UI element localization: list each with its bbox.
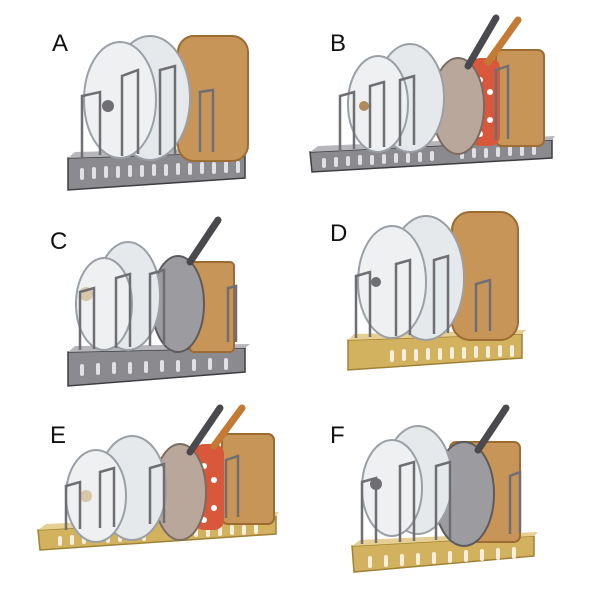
panel-label-d: D: [330, 220, 348, 247]
rack-product-image-a: [67, 35, 250, 191]
panel-d: D: [300, 200, 600, 400]
panel-label-c: C: [50, 228, 68, 255]
panel-label-a: A: [52, 30, 69, 57]
panel-b: B: [300, 0, 600, 200]
rack-product-image-f: [351, 404, 538, 573]
panel-a: A: [0, 0, 300, 200]
panel-label-f: F: [330, 422, 345, 449]
panel-f: F: [300, 400, 600, 600]
rack-product-image-d: [347, 211, 526, 371]
panel-e: E: [0, 400, 300, 600]
rack-product-image-e: [37, 404, 279, 551]
rack-product-image-c: [67, 216, 250, 387]
panel-c: C: [0, 200, 300, 400]
rack-product-image-b: [309, 14, 555, 173]
panel-label-b: B: [330, 30, 347, 57]
panel-label-e: E: [50, 422, 67, 449]
